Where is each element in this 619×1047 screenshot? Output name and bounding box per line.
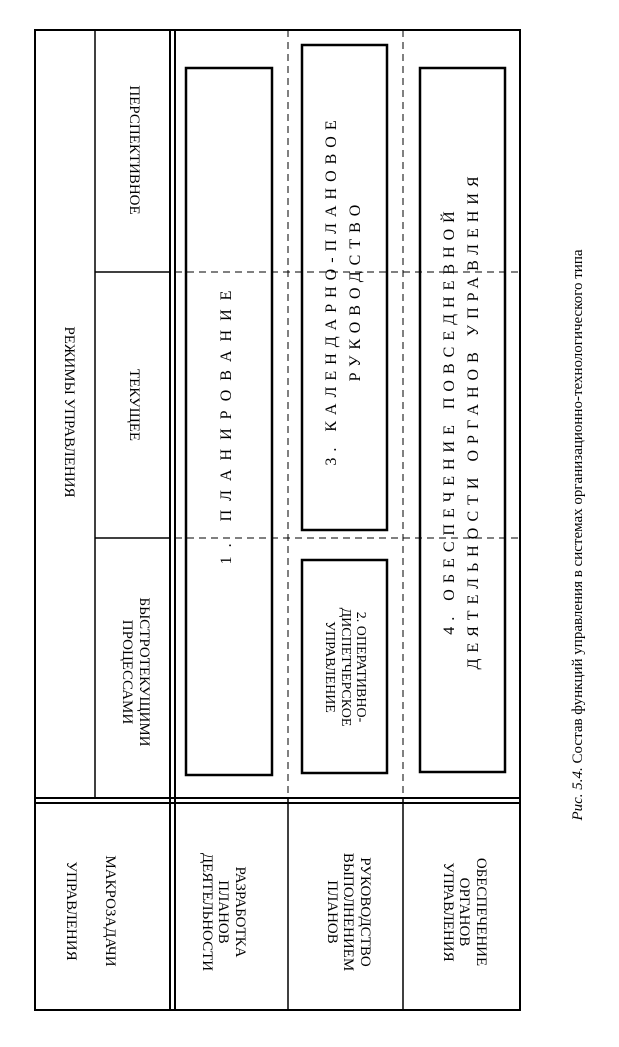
mode-current: ТЕКУЩЕЕ: [126, 368, 142, 442]
box-support: [418, 66, 507, 774]
caption-text: Состав функций управления в системах орг…: [570, 249, 586, 764]
box-planning: [184, 66, 274, 777]
mode-perspective: ПЕРСПЕКТИВНОЕ: [126, 85, 142, 215]
box-operational: [300, 558, 389, 775]
box-calendar-label: 3. КАЛЕНДАРНО-ПЛАНОВОЕ РУКОВОДСТВО: [323, 114, 364, 466]
row-label-plans: РАЗРАБОТКА ПЛАНОВ ДЕЯТЕЛЬНОСТИ: [199, 852, 248, 972]
figure-caption: Рис. 5.4. Состав функций управления в си…: [570, 155, 590, 915]
outer-frame: [34, 29, 521, 1011]
box-planning-label: 1. ПЛАНИРОВАНИЕ: [218, 281, 235, 565]
box-support-label: 4. ОБЕСПЕЧЕНИЕ ПОВСЕДНЕВНОЙ ДЕЯТЕЛЬНОСТИ…: [441, 170, 482, 670]
row-label-support: ОБЕСПЕЧЕНИЕ ОРГАНОВ УПРАВЛЕНИЯ: [440, 857, 489, 967]
header-modes: РЕЖИМЫ УПРАВЛЕНИЯ: [61, 326, 77, 498]
header-macro: МАКРОЗАДАЧИ УПРАВЛЕНИЯ: [63, 855, 119, 967]
box-operational-label: 2. ОПЕРАТИВНО- ДИСПЕТЧЕРСКОЕ УПРАВЛЕНИЕ: [322, 607, 368, 727]
row-label-execution: РУКОВОДСТВО ВЫПОЛНЕНИЕМ ПЛАНОВ: [324, 852, 373, 972]
caption-prefix: Рис. 5.4.: [570, 763, 586, 821]
box-calendar: [300, 43, 389, 532]
mode-fast: БЫСТРОТЕКУЩИМИ ПРОЦЕССАМИ: [119, 597, 153, 747]
